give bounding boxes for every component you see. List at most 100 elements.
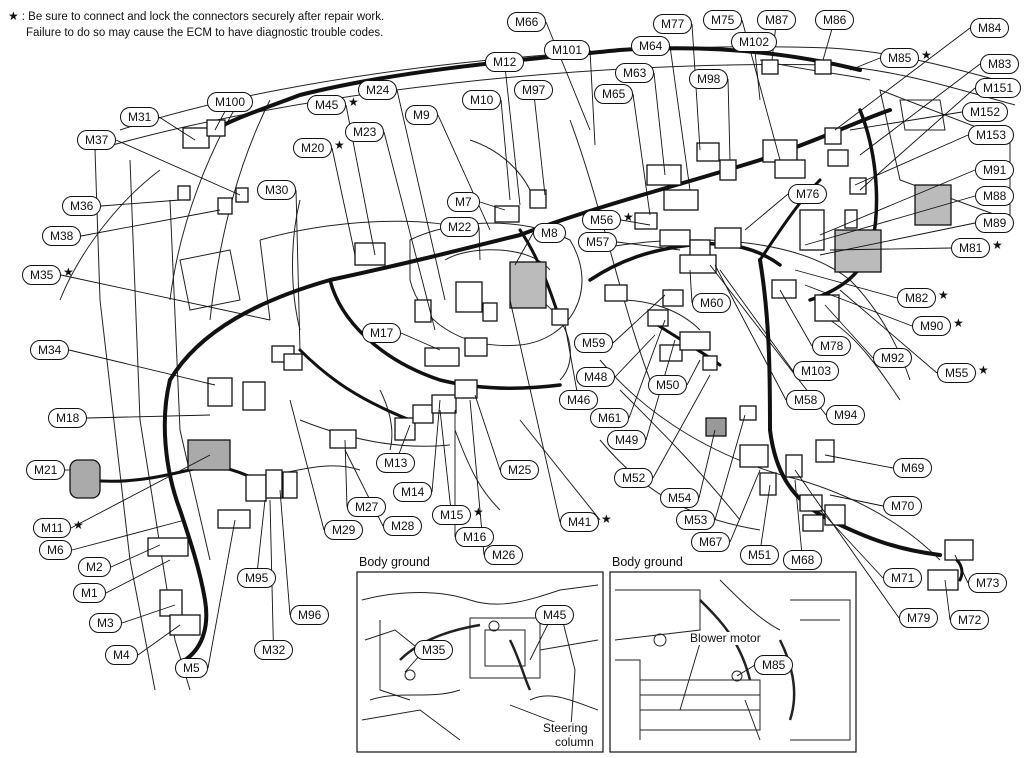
connector-label-m68: M68 xyxy=(783,550,823,570)
connector-label-m66: M66 xyxy=(507,12,547,32)
connector-label-m90: M90 xyxy=(912,316,952,336)
leader-line-m10 xyxy=(500,99,511,201)
leader-line-m84 xyxy=(834,27,971,131)
leader-lines xyxy=(60,19,981,669)
inset-annotation-line-1: Steering xyxy=(543,721,588,735)
inset-left-label-m45: M45 xyxy=(535,605,575,625)
connector-label-m34: M34 xyxy=(30,340,70,360)
leader-line-m69 xyxy=(824,454,894,469)
star-icon: ★ xyxy=(473,505,484,519)
connector-label-m56: M56 xyxy=(582,210,622,230)
leader-line-m7 xyxy=(479,201,506,211)
connector-label-m53: M53 xyxy=(676,510,716,530)
leader-line-m9 xyxy=(437,114,491,231)
connector-label-m101: M101 xyxy=(544,40,591,60)
connector-label-m5: M5 xyxy=(175,658,208,678)
star-icon: ★ xyxy=(348,95,359,109)
connector-label-m48: M48 xyxy=(576,367,616,387)
connector-label-m76: M76 xyxy=(788,184,828,204)
leader-line-m53 xyxy=(714,414,746,521)
leader-line-m82 xyxy=(794,269,898,299)
connector-label-m3: M3 xyxy=(89,613,122,633)
leader-line-m51 xyxy=(759,484,771,556)
connector-label-m4: M4 xyxy=(105,645,138,665)
leader-line-m91 xyxy=(819,169,976,236)
connector-label-m71: M71 xyxy=(883,568,923,588)
leader-line-m2 xyxy=(110,544,161,568)
leader-line-m97 xyxy=(533,89,546,196)
connector-label-m36: M36 xyxy=(62,196,102,216)
leader-line-m30 xyxy=(295,189,301,351)
connector-label-m67: M67 xyxy=(691,532,731,552)
connector-label-m85: M85 xyxy=(880,48,920,68)
star-icon: ★ xyxy=(953,316,964,330)
leader-line-m67 xyxy=(729,469,761,543)
connector-label-m78: M78 xyxy=(812,336,852,356)
inset-frames xyxy=(356,571,857,753)
connector-label-m100: M100 xyxy=(207,92,254,112)
note-line-1: : Be sure to connect and lock the connec… xyxy=(21,11,385,23)
leader-line-m54 xyxy=(698,429,716,499)
connector-label-m51: M51 xyxy=(740,545,780,565)
leader-line-m92 xyxy=(824,304,874,359)
inset-right-label-m85: M85 xyxy=(754,655,794,675)
leader-line-m36 xyxy=(100,199,181,207)
inset-right-drawing xyxy=(614,579,851,741)
connector-label-m12: M12 xyxy=(485,52,525,72)
connector-label-m86: M86 xyxy=(815,10,855,30)
star-icon: ★ xyxy=(334,138,345,152)
leader-line-m60 xyxy=(689,269,693,304)
connector-label-m72: M72 xyxy=(950,610,990,630)
leader-line-m3 xyxy=(121,604,176,624)
star-icon: ★ xyxy=(623,210,634,224)
star-icon: ★ xyxy=(992,238,1003,252)
leader-line-m72 xyxy=(944,579,951,621)
connector-label-m98: M98 xyxy=(689,69,729,89)
connector-label-m23: M23 xyxy=(345,122,385,142)
leader-line-m25 xyxy=(474,394,501,471)
connector-label-m26: M26 xyxy=(484,545,524,565)
leader-line-m56 xyxy=(620,219,651,226)
star-icon: ★ xyxy=(63,265,74,279)
connector-label-m17: M17 xyxy=(362,323,402,343)
connector-label-m70: M70 xyxy=(883,496,923,516)
leader-line-m152 xyxy=(849,111,963,131)
leader-line-m22 xyxy=(478,226,481,261)
connector-label-m58: M58 xyxy=(786,390,826,410)
connector-label-m64: M64 xyxy=(631,36,671,56)
leader-line-m66 xyxy=(545,21,591,131)
connector-label-m97: M97 xyxy=(514,80,554,100)
connector-label-m83: M83 xyxy=(980,54,1020,74)
connector-label-m102: M102 xyxy=(731,32,778,52)
connector-label-m73: M73 xyxy=(968,573,1008,593)
star-icon: ★ xyxy=(921,48,932,62)
connector-label-m15: M15 xyxy=(432,505,472,525)
connector-label-m94: M94 xyxy=(826,405,866,425)
connector-label-m20: M20 xyxy=(293,138,333,158)
inset-right-title: Body ground xyxy=(612,555,683,569)
leader-line-m95 xyxy=(256,499,266,579)
connector-label-m41: M41 xyxy=(560,512,600,532)
connector-label-m88: M88 xyxy=(975,186,1015,206)
connector-label-m35: M35 xyxy=(22,265,62,285)
connector-label-m1: M1 xyxy=(73,583,106,603)
connector-label-m9: M9 xyxy=(405,105,438,125)
connector-label-m16: M16 xyxy=(455,527,495,547)
leader-line-m1 xyxy=(105,559,171,594)
leader-line-m85 xyxy=(849,57,881,71)
connector-label-m52: M52 xyxy=(614,468,654,488)
leader-line-m18 xyxy=(86,414,211,419)
leader-line-m35 xyxy=(60,274,271,321)
leader-line-m65 xyxy=(632,93,651,216)
star-icon: ★ xyxy=(8,9,19,23)
connector-label-m79: M79 xyxy=(899,608,939,628)
leader-line-m78 xyxy=(779,289,813,347)
leader-line-m153 xyxy=(854,134,969,186)
repair-note: ★: Be sure to connect and lock the conne… xyxy=(8,8,384,41)
connector-label-m152: M152 xyxy=(962,102,1009,122)
leader-line-m31 xyxy=(158,116,196,141)
inset-left-label-m35: M35 xyxy=(414,640,454,660)
leader-line-m55 xyxy=(839,289,938,374)
leader-line-m24 xyxy=(396,89,446,301)
